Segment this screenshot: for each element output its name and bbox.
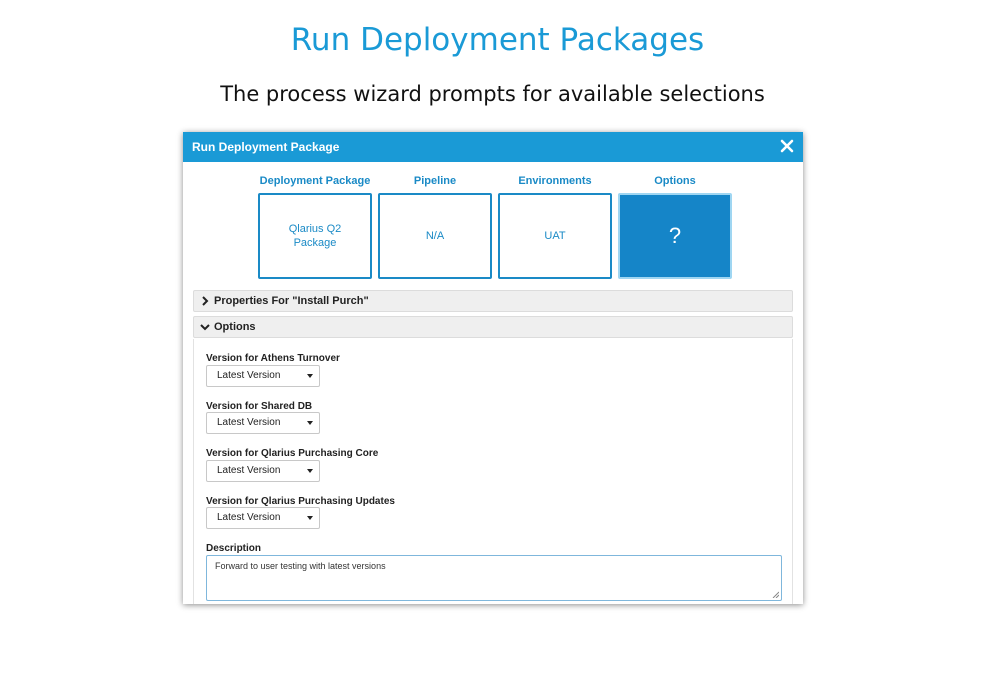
chevron-down-icon — [200, 324, 210, 331]
athens-turnover-label: Version for Athens Turnover — [206, 353, 340, 364]
description-textarea[interactable]: Forward to user testing with latest vers… — [206, 555, 782, 601]
athens-turnover-select[interactable]: Latest Version — [206, 365, 320, 387]
step-options: Options ? — [618, 175, 732, 279]
resize-handle-icon[interactable] — [772, 591, 779, 598]
step-deployment-package-box[interactable]: Qlarius Q2 Package — [258, 193, 372, 279]
wizard-steps: Deployment Package Qlarius Q2 Package Pi… — [258, 175, 738, 279]
step-environments: Environments UAT — [498, 175, 612, 279]
properties-panel-label: Properties For "Install Purch" — [214, 295, 369, 307]
purchasing-core-label: Version for Qlarius Purchasing Core — [206, 448, 379, 459]
options-panel-label: Options — [214, 321, 256, 333]
step-label: Options — [654, 175, 696, 187]
select-value: Latest Version — [217, 370, 281, 381]
options-panel-body: Version for Athens Turnover Latest Versi… — [193, 339, 793, 604]
description-label: Description — [206, 543, 262, 554]
purchasing-updates-label: Version for Qlarius Purchasing Updates — [206, 496, 395, 507]
step-pipeline-box[interactable]: N/A — [378, 193, 492, 279]
caret-down-icon — [307, 469, 313, 473]
step-pipeline: Pipeline N/A — [378, 175, 492, 279]
select-value: Latest Version — [217, 417, 281, 428]
properties-panel-toggle[interactable]: Properties For "Install Purch" — [193, 290, 793, 312]
step-label: Pipeline — [413, 175, 457, 187]
step-label: Environments — [518, 175, 592, 187]
slide-subtitle: The process wizard prompts for available… — [220, 82, 765, 106]
close-icon[interactable] — [779, 138, 795, 154]
caret-down-icon — [307, 374, 313, 378]
step-deployment-package: Deployment Package Qlarius Q2 Package — [258, 175, 372, 279]
step-label: Deployment Package — [259, 175, 371, 187]
purchasing-core-select[interactable]: Latest Version — [206, 460, 320, 482]
step-options-box[interactable]: ? — [618, 193, 732, 279]
description-value: Forward to user testing with latest vers… — [215, 561, 386, 571]
caret-down-icon — [307, 421, 313, 425]
caret-down-icon — [307, 516, 313, 520]
slide-title: Run Deployment Packages — [290, 22, 705, 58]
run-deployment-dialog: Run Deployment Package Deployment Packag… — [183, 132, 803, 604]
step-environments-box[interactable]: UAT — [498, 193, 612, 279]
shared-db-select[interactable]: Latest Version — [206, 412, 320, 434]
purchasing-updates-select[interactable]: Latest Version — [206, 507, 320, 529]
dialog-header: Run Deployment Package — [183, 132, 803, 162]
select-value: Latest Version — [217, 465, 281, 476]
shared-db-label: Version for Shared DB — [206, 401, 313, 412]
select-value: Latest Version — [217, 512, 281, 523]
chevron-right-icon — [202, 296, 209, 306]
options-panel-toggle[interactable]: Options — [193, 316, 793, 338]
dialog-title: Run Deployment Package — [192, 140, 340, 154]
